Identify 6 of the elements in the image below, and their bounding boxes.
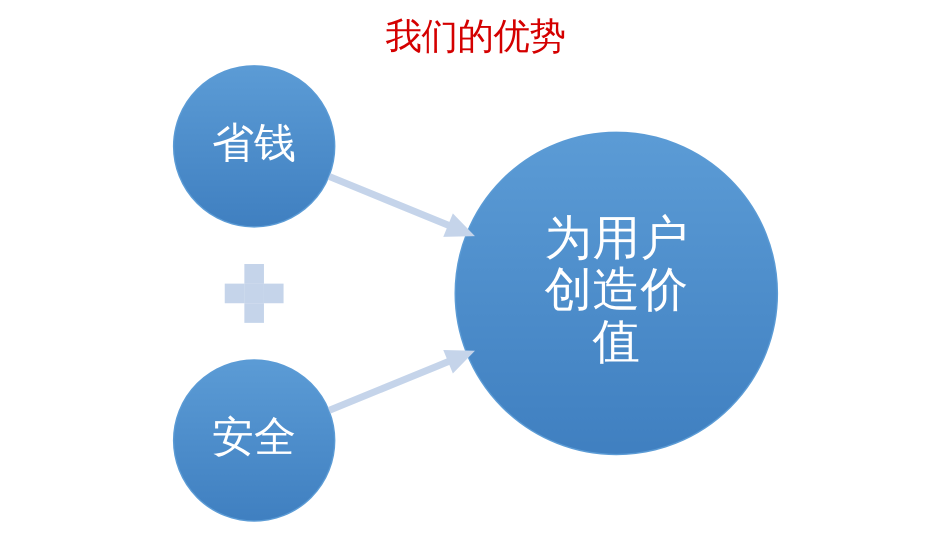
arrow xyxy=(327,173,474,237)
diagram-title: 我们的优势 xyxy=(385,14,565,58)
arrow xyxy=(327,350,474,414)
node-circle: 安全 xyxy=(172,359,335,522)
node-circle: 省钱 xyxy=(172,65,335,228)
node-circle: 为用户创造价值 xyxy=(454,132,778,456)
